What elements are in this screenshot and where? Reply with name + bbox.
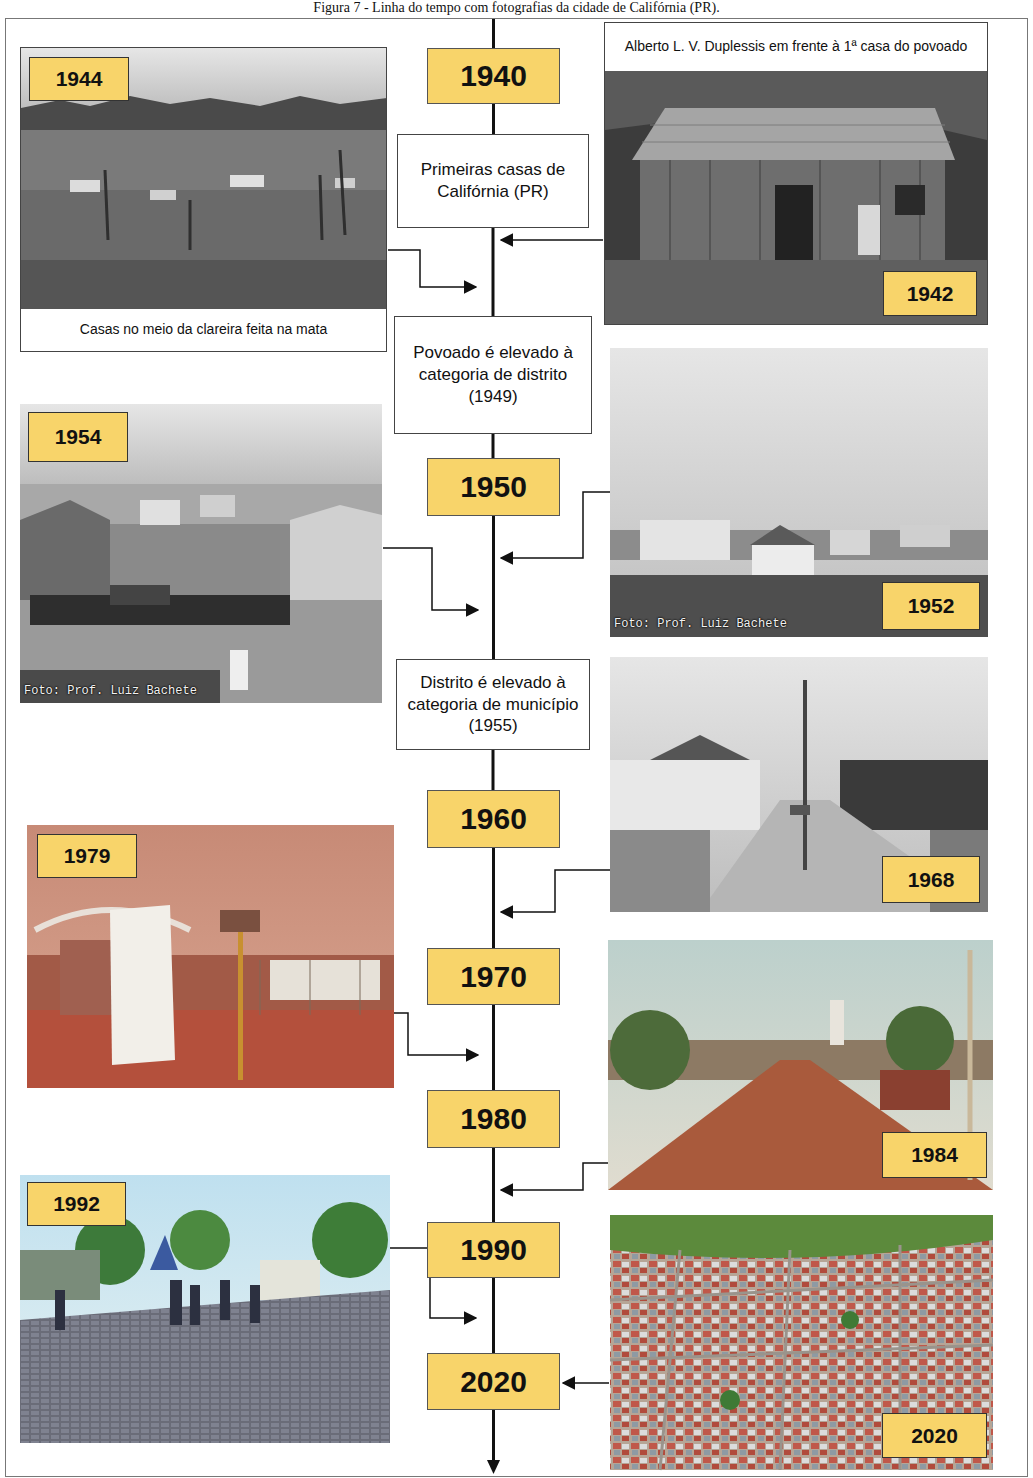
tag-text: 1942: [907, 282, 954, 306]
timeline-segment: [492, 228, 495, 316]
photo-year-tag: 1984: [882, 1132, 987, 1178]
event-box: Distrito é elevado à categoria de municí…: [396, 659, 590, 750]
tag-text: 1984: [911, 1143, 958, 1167]
timeline-segment: [492, 750, 495, 790]
timeline-segment: [492, 516, 495, 659]
year-text: 1970: [460, 960, 527, 994]
event-text: Distrito é elevado à categoria de municí…: [407, 672, 579, 737]
year-text: 2020: [460, 1365, 527, 1399]
year-box: 1990: [427, 1222, 560, 1278]
photo-year-tag: 1954: [28, 412, 128, 462]
year-text: 1990: [460, 1233, 527, 1267]
tag-text: 1954: [55, 425, 102, 449]
photo-year-tag: 1942: [883, 271, 977, 316]
photo-credit: Foto: Prof. Luiz Bachete: [614, 617, 787, 631]
timeline-segment: [492, 848, 495, 948]
event-text: Povoado é elevado à categoria de distrit…: [405, 342, 581, 407]
photo-panel: Casas no meio da clareira feita na mata 1…: [20, 47, 387, 352]
year-text: 1940: [460, 59, 527, 93]
year-text: 1980: [460, 1102, 527, 1136]
year-box: 1950: [427, 458, 560, 516]
tag-text: 1952: [908, 594, 955, 618]
event-text: Primeiras casas de Califórnia (PR): [408, 159, 578, 203]
tag-text: 2020: [911, 1424, 958, 1448]
figure-title: Figura 7 - Linha do tempo com fotografia…: [0, 0, 1033, 16]
event-box: Primeiras casas de Califórnia (PR): [397, 134, 589, 228]
photo-year-tag: 1944: [29, 57, 129, 101]
year-box: 2020: [427, 1353, 560, 1410]
tag-text: 1944: [56, 67, 103, 91]
photo-year-tag: 1952: [882, 582, 980, 630]
timeline-segment: [492, 104, 495, 134]
photo-caption: Alberto L. V. Duplessis em frente à 1ª c…: [605, 23, 987, 71]
photo-caption: Casas no meio da clareira feita na mata: [21, 309, 386, 351]
year-text: 1950: [460, 470, 527, 504]
tag-text: 1992: [53, 1192, 100, 1216]
timeline-segment: [492, 1278, 495, 1353]
timeline-segment: [492, 1005, 495, 1090]
photo-year-tag: 2020: [882, 1413, 987, 1458]
year-box: 1960: [427, 790, 560, 848]
year-box: 1980: [427, 1090, 560, 1148]
photo-credit: Foto: Prof. Luiz Bachete: [24, 684, 197, 698]
year-text: 1960: [460, 802, 527, 836]
photo-year-tag: 1979: [37, 834, 137, 878]
year-box: 1970: [427, 948, 560, 1005]
tag-text: 1968: [908, 868, 955, 892]
photo-year-tag: 1968: [882, 856, 980, 903]
photo-year-tag: 1992: [27, 1182, 126, 1226]
timeline-segment: [492, 434, 495, 458]
photo-panel: Alberto L. V. Duplessis em frente à 1ª c…: [604, 22, 988, 325]
year-box: 1940: [427, 48, 560, 104]
tag-text: 1979: [64, 844, 111, 868]
event-box: Povoado é elevado à categoria de distrit…: [394, 316, 592, 434]
timeline-segment: [492, 1148, 495, 1222]
